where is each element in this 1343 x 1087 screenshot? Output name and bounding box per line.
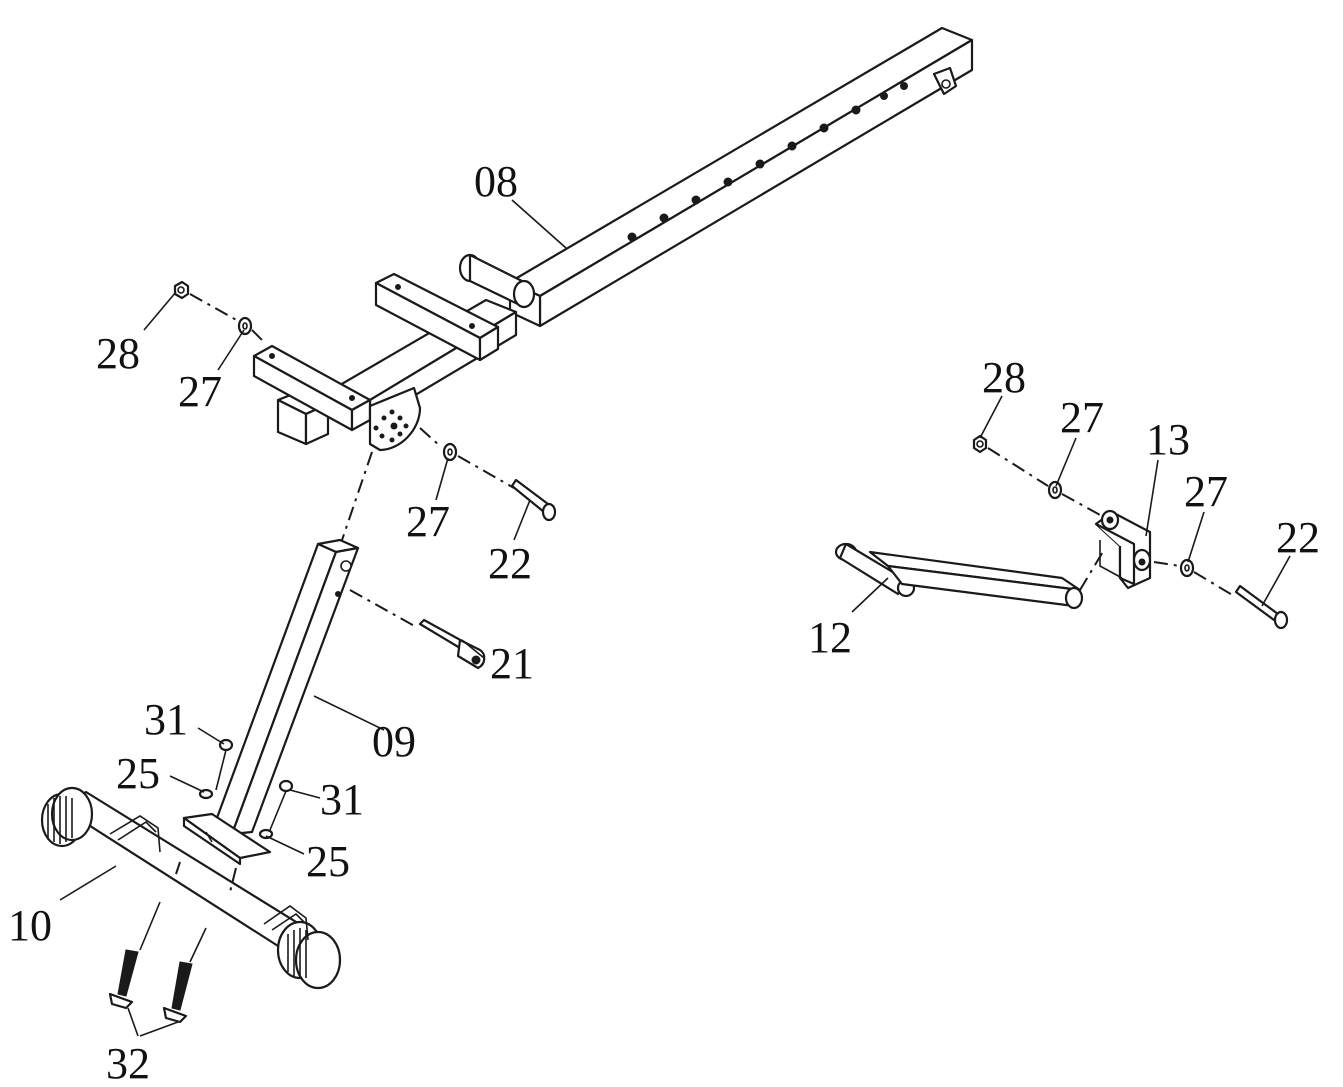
- callout-10: 10: [8, 901, 52, 950]
- callout-labels: 08 28 27 27 22 21 09 31 25 31 25 10 32 2…: [8, 157, 1320, 1087]
- washer-27-right-b: [1179, 558, 1195, 578]
- callout-32: 32: [106, 1039, 150, 1087]
- washer-27-pivot: [442, 442, 458, 462]
- callout-28-left: 28: [96, 329, 140, 378]
- left-cap-knurl: [47, 796, 73, 844]
- callout-27-left: 27: [178, 367, 222, 416]
- callout-27-right-b: 27: [1184, 467, 1228, 516]
- callout-21: 21: [490, 639, 534, 688]
- adjustment-holes: [627, 82, 908, 242]
- callout-31-right: 31: [320, 775, 364, 824]
- base-tube-part-10: [40, 786, 342, 990]
- bolt-31-right: [269, 779, 294, 831]
- callout-12: 12: [808, 613, 852, 662]
- screw-32-left: [108, 949, 139, 1010]
- pin-21: [418, 618, 486, 670]
- leader-lines: [59, 199, 1291, 1037]
- callout-31-left: 31: [144, 695, 188, 744]
- washer-27-right-a: [1047, 480, 1063, 500]
- washer-27-left: [237, 316, 253, 336]
- bolt-22-pivot: [510, 478, 557, 522]
- bracket-part-13: [1094, 509, 1152, 590]
- callout-08: 08: [474, 157, 518, 206]
- callout-28-right: 28: [982, 353, 1026, 402]
- callout-27-right-a: 27: [1060, 393, 1104, 442]
- washer-25-right: [258, 828, 274, 840]
- bolt-22-right: [1234, 584, 1289, 630]
- callout-22-pivot: 22: [488, 539, 532, 588]
- callout-09: 09: [372, 717, 416, 766]
- nut-28-left: [173, 280, 190, 300]
- callout-25-left: 25: [116, 749, 160, 798]
- callout-13: 13: [1146, 415, 1190, 464]
- callout-25-right: 25: [306, 837, 350, 886]
- callout-22-right: 22: [1276, 513, 1320, 562]
- nut-28-right: [972, 434, 988, 454]
- plate-holes: [373, 409, 409, 443]
- callout-27-pivot: 27: [406, 497, 450, 546]
- main-rail-part-08: [252, 26, 974, 452]
- right-cap-knurl: [287, 928, 307, 978]
- lever-part-12: [834, 542, 1084, 610]
- screw-32-right: [162, 961, 193, 1024]
- upright-part-09: [182, 538, 360, 866]
